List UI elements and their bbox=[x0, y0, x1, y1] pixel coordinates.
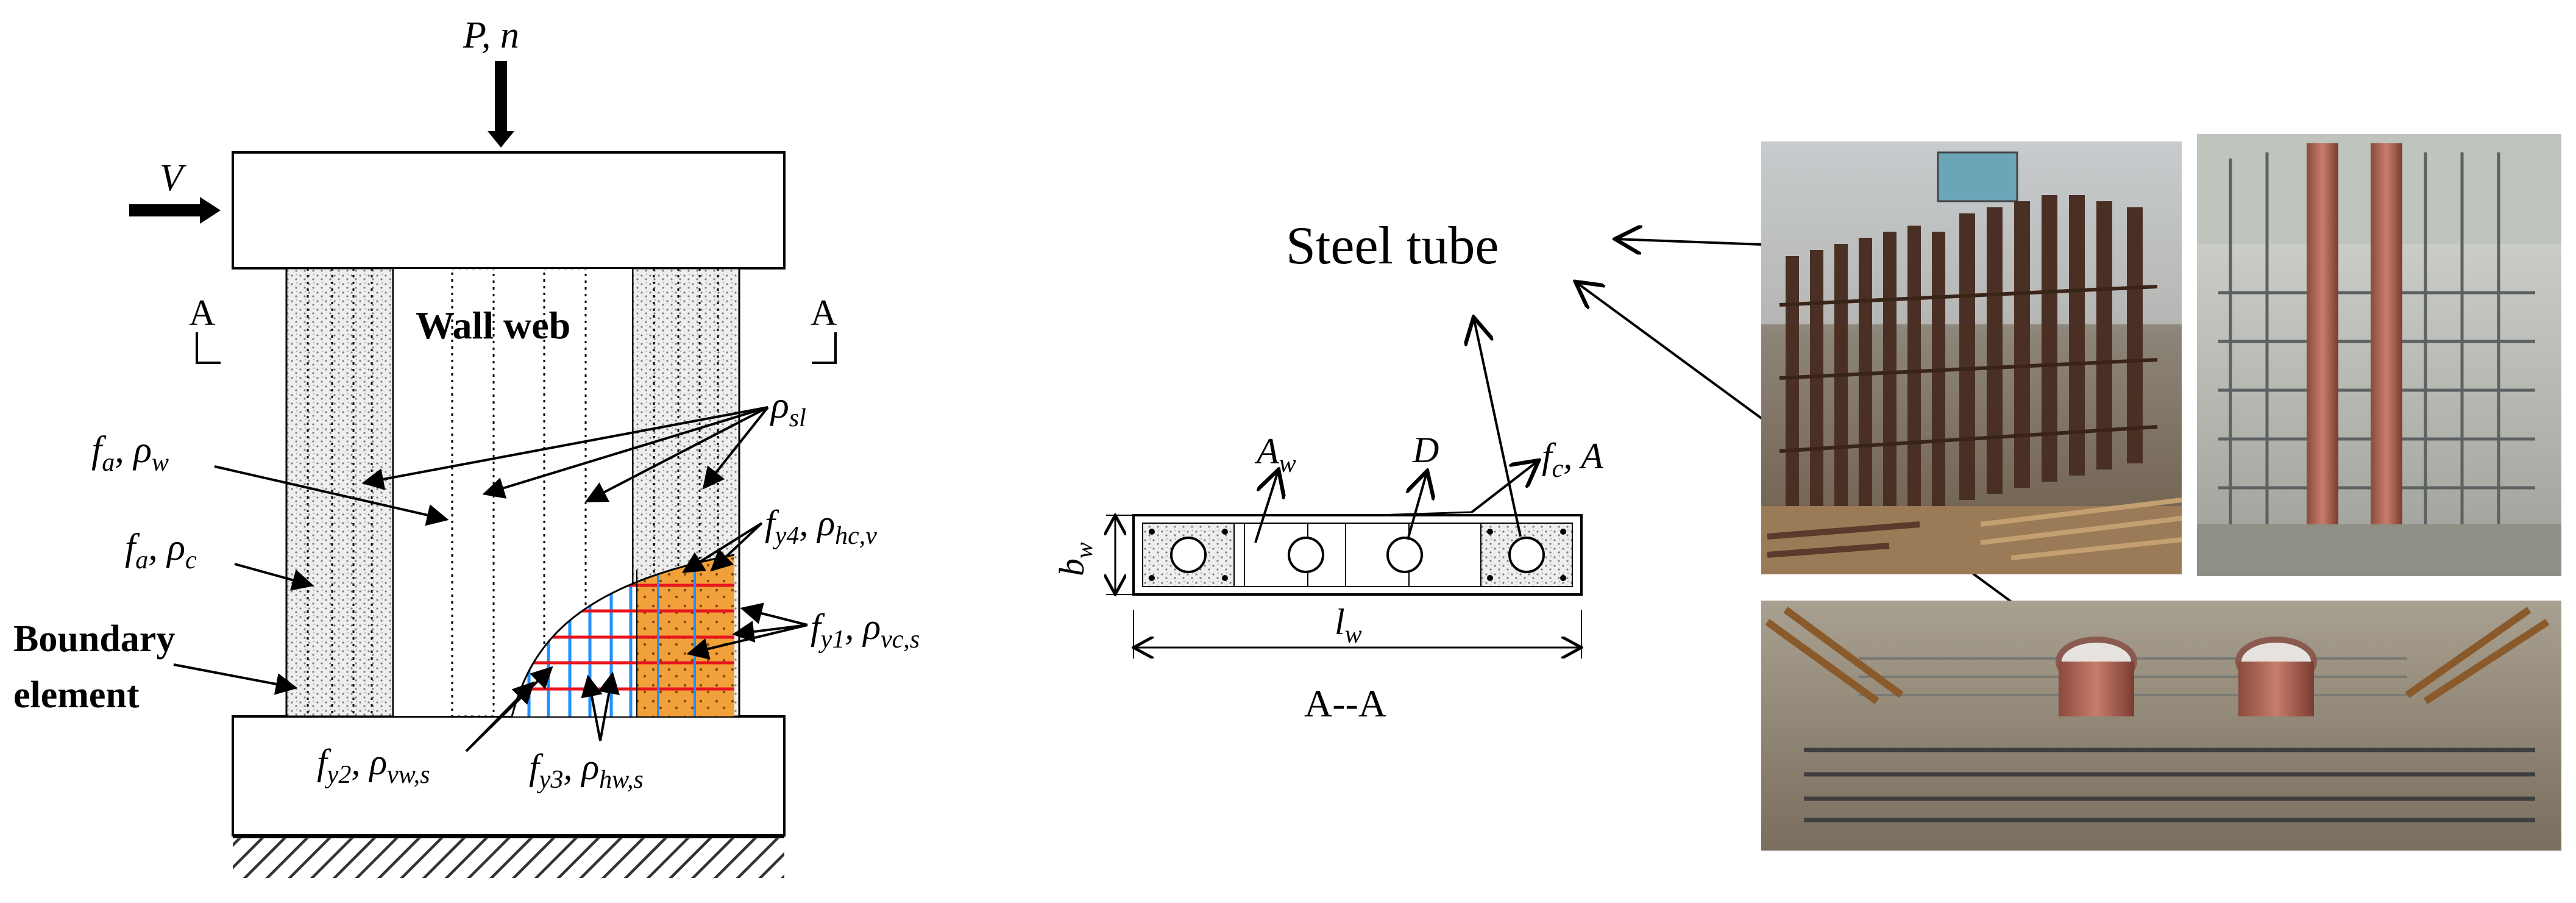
boundary-element-label-1: Boundary bbox=[13, 618, 175, 660]
bw-label: bw bbox=[1052, 542, 1098, 576]
load-left-label: V bbox=[160, 157, 186, 199]
fy4-label: fy4, ρhc,v bbox=[765, 503, 877, 550]
section-letter-right: A bbox=[811, 293, 837, 333]
fc-a-label: fc, A bbox=[1542, 436, 1603, 483]
ground-hatch bbox=[233, 838, 784, 878]
wall-web-label: Wall web bbox=[416, 304, 570, 347]
section-letter-left: A bbox=[189, 293, 215, 333]
section-mark-right bbox=[812, 332, 837, 364]
lw-label: lw bbox=[1335, 602, 1362, 649]
fa-rho-c-label: fa, ρc bbox=[125, 527, 197, 574]
column-steel-tubes bbox=[307, 268, 719, 716]
section-title: A--A bbox=[1304, 682, 1386, 725]
boundary-element-label-2: element bbox=[13, 674, 140, 716]
top-loading-beam bbox=[232, 151, 786, 269]
aw-label: Aw bbox=[1254, 431, 1296, 478]
d-label: D bbox=[1412, 430, 1439, 470]
foundation-beam bbox=[232, 715, 786, 837]
fy1-label: fy1, ρvc,s bbox=[811, 607, 920, 654]
wall-elevation: P, n V A A Wall web ρsl fa, ρw fa, ρc Bo… bbox=[13, 15, 920, 878]
load-top-label: P, n bbox=[463, 15, 519, 56]
fa-rho-w-label: fa, ρw bbox=[91, 429, 169, 477]
fy2-label: fy2, ρvw,s bbox=[317, 742, 430, 789]
rho-sl-label: ρsl bbox=[770, 385, 806, 432]
section-tubes bbox=[1170, 537, 1545, 573]
steel-tube-label: Steel tube bbox=[1286, 216, 1499, 276]
left-boundary-column bbox=[285, 267, 394, 718]
section-rebars bbox=[1149, 529, 1566, 581]
photo-tube-cages bbox=[1761, 141, 2182, 574]
leader-arrows-wall bbox=[173, 406, 808, 752]
section-mark-left bbox=[196, 332, 221, 364]
photo-cage-top-view bbox=[1761, 601, 2561, 851]
photo-single-cage bbox=[2197, 134, 2561, 576]
cross-section: bw lw A--A Aw D fc, A Steel tube bbox=[1052, 216, 2073, 725]
fy3-label: fy3, ρhw,s bbox=[529, 747, 644, 794]
